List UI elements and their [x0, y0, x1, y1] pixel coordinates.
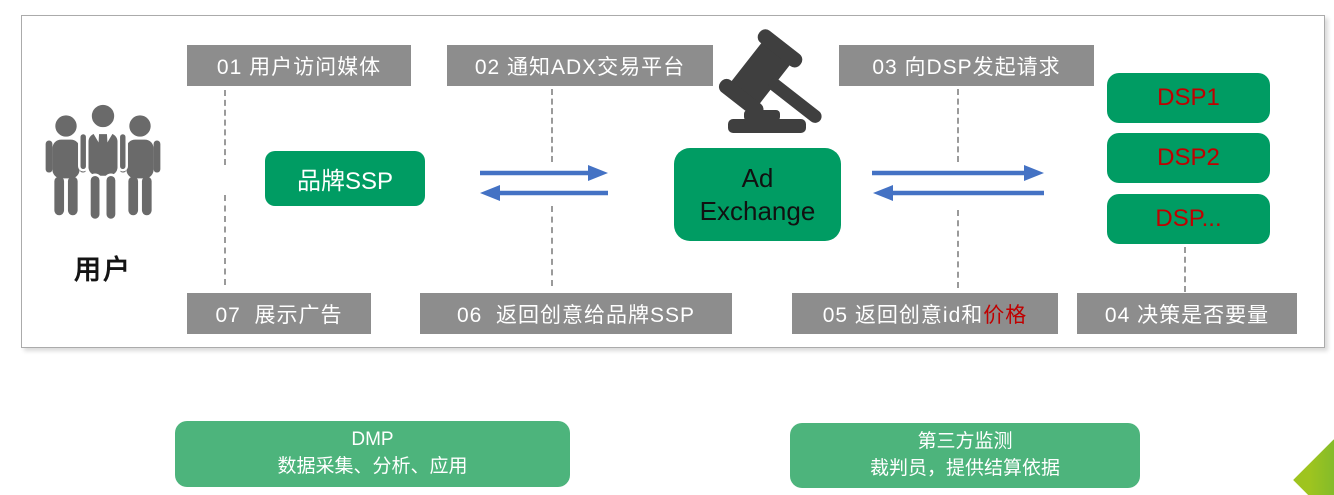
third-party-subtitle: 裁判员，提供结算依据 — [869, 457, 1060, 479]
arrows-ssp-adx — [480, 165, 608, 201]
step-label-07: 07 展示广告 — [187, 293, 371, 334]
step-label-05-price: 价格 — [983, 303, 1028, 327]
user-label: 用户 — [74, 255, 132, 285]
step-label-02: 02 通知ADX交易平台 — [447, 45, 713, 86]
dmp-title: DMP — [351, 429, 394, 451]
gavel-icon — [718, 29, 822, 133]
dashed-connector — [224, 90, 226, 165]
step-label-06: 06 返回创意给品牌SSP — [420, 293, 732, 334]
corner-watermark-text: st — [1301, 452, 1309, 463]
people-group-icon — [45, 102, 161, 222]
node-dsp1: DSP1 — [1107, 73, 1270, 123]
dashed-connector — [957, 210, 959, 288]
step-label-05-prefix: 05 返回创意id和 — [822, 303, 984, 327]
corner-ribbon-decoration — [1293, 395, 1334, 495]
arrows-adx-dsp — [872, 165, 1044, 201]
node-brand-ssp: 品牌SSP — [265, 151, 425, 206]
node-dsp-more: DSP... — [1107, 194, 1270, 244]
dashed-connector — [224, 195, 226, 285]
step-label-01: 01 用户访问媒体 — [187, 45, 411, 86]
dashed-connector — [1184, 247, 1186, 292]
step-label-05: 05 返回创意id和价格 — [792, 293, 1058, 334]
node-dsp2: DSP2 — [1107, 133, 1270, 183]
step-label-03: 03 向DSP发起请求 — [839, 45, 1094, 86]
dashed-connector — [551, 89, 553, 162]
step-label-04: 04 决策是否要量 — [1077, 293, 1297, 334]
dashed-connector — [551, 206, 553, 286]
dashed-connector — [957, 89, 959, 162]
node-ad-exchange: Ad Exchange — [674, 148, 841, 241]
dmp-subtitle: 数据采集、分析、应用 — [277, 456, 468, 477]
third-party-box: 第三方监测 裁判员，提供结算依据 — [790, 423, 1140, 488]
third-party-title: 第三方监测 — [917, 430, 1013, 452]
dmp-box: DMP 数据采集、分析、应用 — [175, 421, 570, 487]
